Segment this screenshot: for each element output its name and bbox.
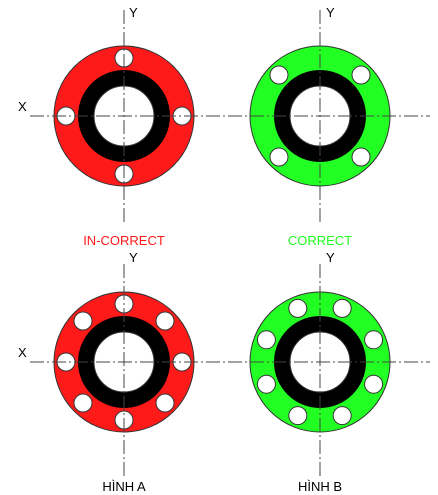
flange-b-top-bolt-hole <box>351 65 371 85</box>
flange-b-bottom-bolt-hole <box>332 406 352 426</box>
flange-b-bottom-bolt-hole <box>256 330 276 350</box>
axis-label-x-bottom: X <box>18 345 27 360</box>
axis-label-y-b-top: Y <box>326 5 335 20</box>
caption-correct: CORRECT <box>288 233 352 248</box>
flange-a-bottom-bolt-hole <box>155 393 175 413</box>
flange-a-bottom-bolt-hole <box>73 393 93 413</box>
centerline-layer <box>30 10 430 477</box>
axis-label-y-a-top: Y <box>129 5 138 20</box>
flange-b-bottom-bolt-hole <box>256 374 276 394</box>
flange-b-bottom-bolt-hole <box>288 406 308 426</box>
axis-label-y-b-bottom: Y <box>326 250 335 265</box>
caption-figure-a: HÌNH A <box>102 479 146 494</box>
flange-b-top-bolt-hole <box>269 147 289 167</box>
flange-b-bottom-bolt-hole <box>364 330 384 350</box>
flange-a-bottom-bolt-hole <box>73 311 93 331</box>
caption-incorrect: IN-CORRECT <box>83 233 165 248</box>
flange-b-top-bolt-hole <box>269 65 289 85</box>
flange-b-top-bolt-hole <box>351 147 371 167</box>
flange-a-bottom-bolt-hole <box>155 311 175 331</box>
flange-b-bottom-bolt-hole <box>288 298 308 318</box>
flange-b-bottom-bolt-hole <box>364 374 384 394</box>
axis-label-x-top: X <box>18 99 27 114</box>
axis-label-y-a-bottom: Y <box>129 250 138 265</box>
caption-figure-b: HÌNH B <box>298 479 342 494</box>
flange-b-bottom-bolt-hole <box>332 298 352 318</box>
